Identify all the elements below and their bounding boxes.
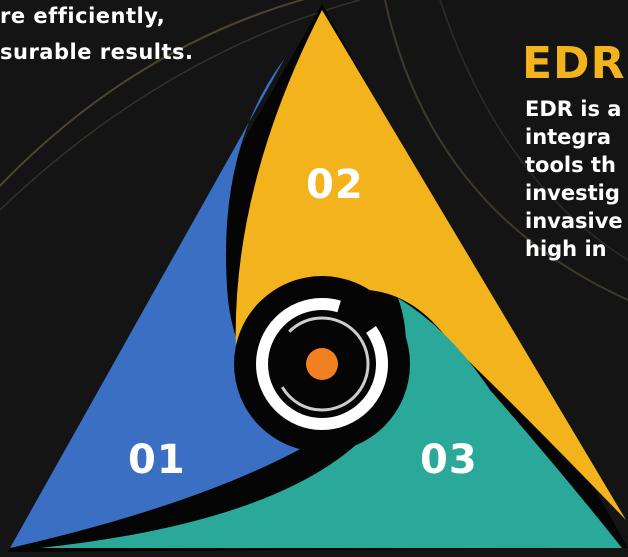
decor-arc-right-2 — [439, 0, 628, 261]
segment-02 — [235, 10, 626, 520]
edr-line-1: integra — [525, 125, 611, 149]
decor-arc-left-2 — [0, 0, 361, 211]
segment-01-number: 01 — [128, 437, 186, 483]
center-ring-inner — [274, 316, 370, 412]
intro-line-0: re efficiently, — [0, 4, 166, 28]
edr-line-0: EDR is a — [525, 97, 622, 121]
segment-02-number: 02 — [306, 162, 364, 208]
segment-03-number: 03 — [420, 437, 478, 483]
edr-line-5: high in — [525, 237, 607, 261]
center-dot — [306, 348, 338, 380]
edr-line-3: investig — [525, 181, 620, 205]
edr-title: EDR — [522, 38, 626, 89]
center-ring — [256, 298, 388, 430]
decor-arc-left — [0, 0, 306, 188]
edr-line-2: tools th — [525, 153, 616, 177]
intro-line-1: surable results. — [0, 40, 194, 64]
decor-arc-right — [384, 0, 628, 301]
segment-01 — [10, 58, 330, 548]
segment-03 — [40, 298, 622, 548]
edr-line-4: invasive — [525, 209, 623, 233]
